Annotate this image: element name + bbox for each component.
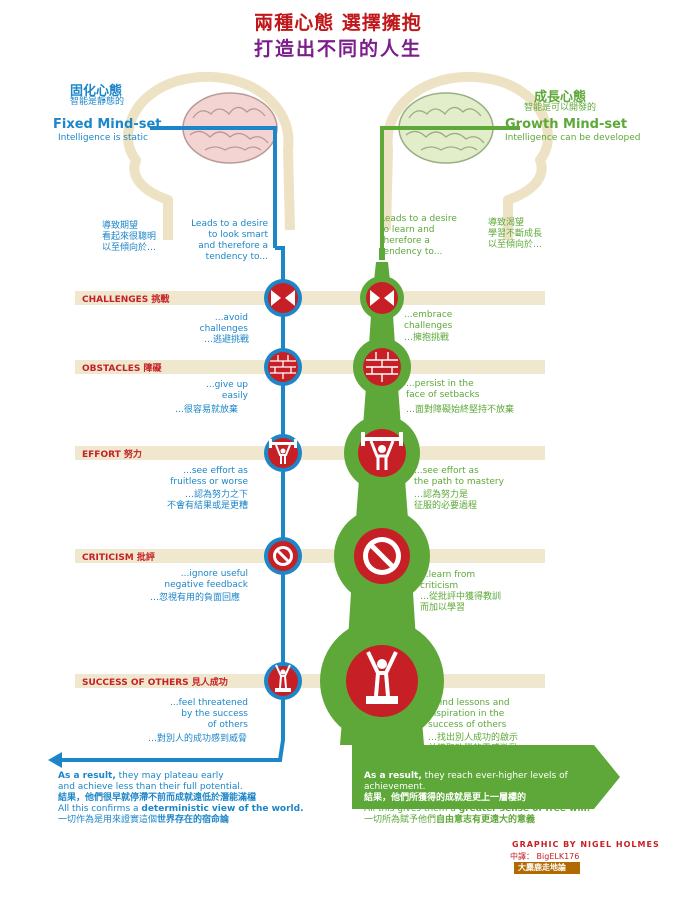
page-subtitle: 打造出不同的人生 [253, 38, 422, 60]
row-label-success: SUCCESS OF OTHERS 見人成功 [82, 678, 228, 688]
row-label-effort: EFFORT 努力 [82, 450, 142, 460]
growth-en-title: Growth Mind-set [505, 117, 628, 132]
growth-effort-cn: …認為努力是征服的必要過程 [414, 490, 478, 511]
growth-cn-sub: 智能是可以開發的 [523, 103, 596, 113]
growth-obstacles-cn: …面對障礙始終堅持不放棄 [406, 405, 515, 415]
fixed-arrow-head [48, 752, 62, 768]
band-challenges [75, 291, 545, 305]
row-label-challenges: CHALLENGES 挑戰 [82, 295, 170, 305]
growth-en-sub: Intelligence can be developed [505, 133, 641, 143]
credit-translator: 中譯： BigELK176 [510, 852, 580, 861]
fixed-challenges-icon [268, 283, 298, 313]
fixed-head-outline [123, 71, 295, 240]
band-effort [75, 446, 545, 460]
fixed-result: As a result, they may plateau early and … [58, 771, 304, 825]
growth-result: As a result, they reach ever-higher leve… [364, 771, 568, 803]
fixed-path [55, 246, 285, 762]
fixed-success-cn: …對別人的成功感到威脅 [148, 734, 248, 744]
growth-result-2: All this gives them a greater sense of f… [364, 804, 591, 825]
fixed-en-sub: Intelligence is static [58, 133, 148, 143]
credit-graphic: GRAPHIC BY NIGEL HOLMES [512, 840, 660, 849]
fixed-effort-icon [268, 438, 298, 468]
growth-desire-cn: 導致渴望學習不斷成長以至傾向於… [488, 218, 543, 250]
growth-success-cn: …找出別人成功的啟示並獲取致勝的靈感激勵 [428, 733, 519, 754]
row-label-obstacles: OBSTACLES 障礙 [82, 364, 162, 374]
growth-criticism-cn: …從批評中獲得教訓而加以學習 [420, 592, 502, 613]
fixed-en-title: Fixed Mind-set [53, 117, 162, 132]
growth-challenges-icon [366, 282, 398, 314]
fixed-cn-sub: 智能是靜態的 [70, 97, 125, 107]
growth-effort-icon [358, 429, 406, 477]
row-label-criticism: CRITICISM 批評 [82, 553, 155, 563]
fixed-obstacles-icon [268, 352, 298, 382]
fixed-challenges-cn: …逃避挑戰 [204, 335, 250, 345]
growth-arrow [352, 745, 620, 809]
fixed-path-top [150, 126, 277, 248]
page-title: 兩種心態 選擇擁抱 [254, 12, 422, 34]
fixed-criticism-icon [268, 541, 298, 571]
fixed-desire-cn: 導致期望看起來很聰明以至傾向於… [102, 221, 157, 253]
credit-site-badge [514, 862, 580, 874]
growth-challenges-cn: …擁抱挑戰 [404, 333, 450, 343]
growth-obstacles-icon [363, 348, 401, 386]
fixed-success-icon [268, 664, 298, 696]
band-obstacles [75, 360, 545, 374]
growth-criticism-icon [354, 528, 410, 584]
fixed-cn-title: 固化心態 [70, 84, 123, 99]
fixed-criticism-cn: …忽視有用的負面回應 [150, 593, 241, 603]
growth-head-outline [381, 71, 553, 240]
growth-success-icon [346, 645, 418, 717]
credit-site: 大麋鹿走地論 [518, 863, 566, 872]
growth-cn-title: 成長心態 [533, 90, 586, 105]
growth-path-top [380, 126, 520, 248]
fixed-effort-cn: …認為努力之下不會有結果或是更糟 [166, 490, 248, 511]
fixed-obstacles-cn: …很容易就放棄 [175, 405, 239, 415]
